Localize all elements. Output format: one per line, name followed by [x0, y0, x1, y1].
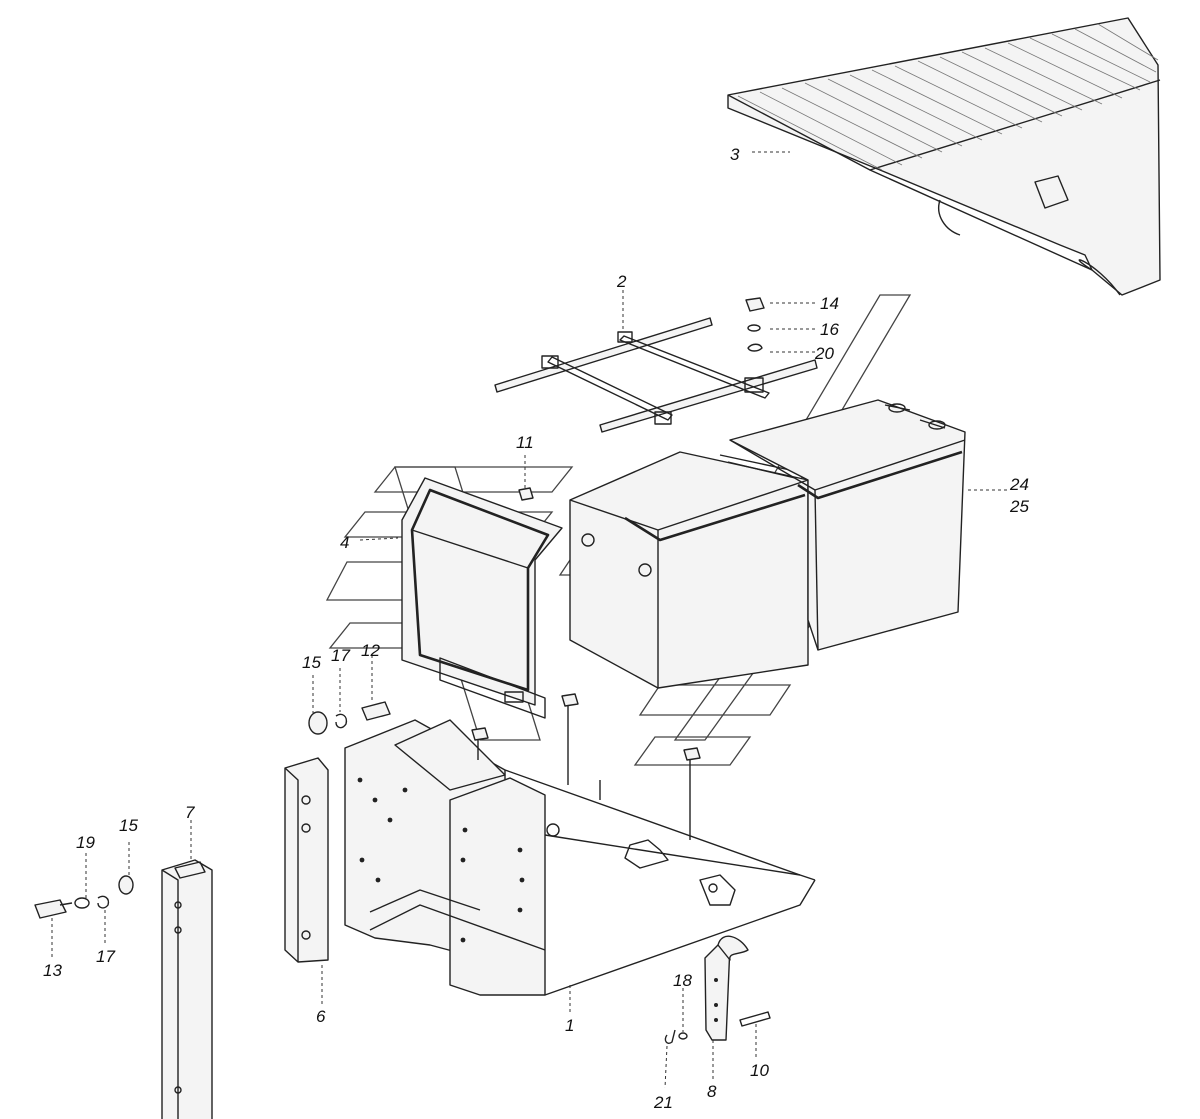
label-16: 16 — [820, 320, 839, 339]
part-3-step — [727, 17, 1161, 296]
part-2-clamp-frame — [494, 317, 818, 433]
part-4-panel — [401, 477, 563, 719]
part-8-latch — [704, 935, 749, 1041]
fasteners-15-17-12 — [308, 701, 391, 735]
label-10: 10 — [750, 1061, 769, 1080]
label-8: 8 — [707, 1082, 717, 1101]
leader-lines — [51, 151, 1008, 1089]
label-19: 19 — [76, 833, 95, 852]
label-12: 12 — [361, 641, 380, 660]
label-4: 4 — [340, 533, 349, 552]
part-18-washer — [678, 1032, 688, 1040]
label-11: 11 — [516, 433, 534, 452]
battery-right — [729, 399, 966, 651]
part-11-nut — [518, 487, 534, 501]
label-15b: 15 — [119, 816, 138, 835]
box-mounting-holes — [357, 777, 525, 943]
part-21-cotter — [664, 1029, 676, 1044]
label-6: 6 — [316, 1007, 326, 1026]
battery-left — [569, 451, 809, 689]
part-6-plate — [284, 757, 329, 963]
part-7-bracket — [161, 859, 213, 1119]
label-13: 13 — [43, 961, 62, 980]
reference-labels: 3 2 14 16 20 11 4 24 25 15 17 12 6 1 7 1… — [43, 145, 1029, 1112]
label-3: 3 — [730, 145, 740, 164]
label-20: 20 — [814, 344, 834, 363]
label-25: 25 — [1009, 497, 1029, 516]
label-14: 14 — [820, 294, 839, 313]
label-18: 18 — [673, 971, 692, 990]
label-2: 2 — [616, 272, 627, 291]
part-1-battery-box — [344, 693, 816, 996]
part-10-pin — [739, 1011, 771, 1027]
fasteners-14-16-20 — [745, 297, 765, 352]
label-24: 24 — [1009, 475, 1029, 494]
label-15a: 15 — [302, 653, 321, 672]
label-21: 21 — [653, 1093, 673, 1112]
fasteners-13-19-17-15 — [34, 875, 134, 919]
label-1: 1 — [565, 1016, 574, 1035]
label-7: 7 — [185, 803, 195, 822]
label-17a: 17 — [331, 646, 350, 665]
label-17b: 17 — [96, 947, 115, 966]
